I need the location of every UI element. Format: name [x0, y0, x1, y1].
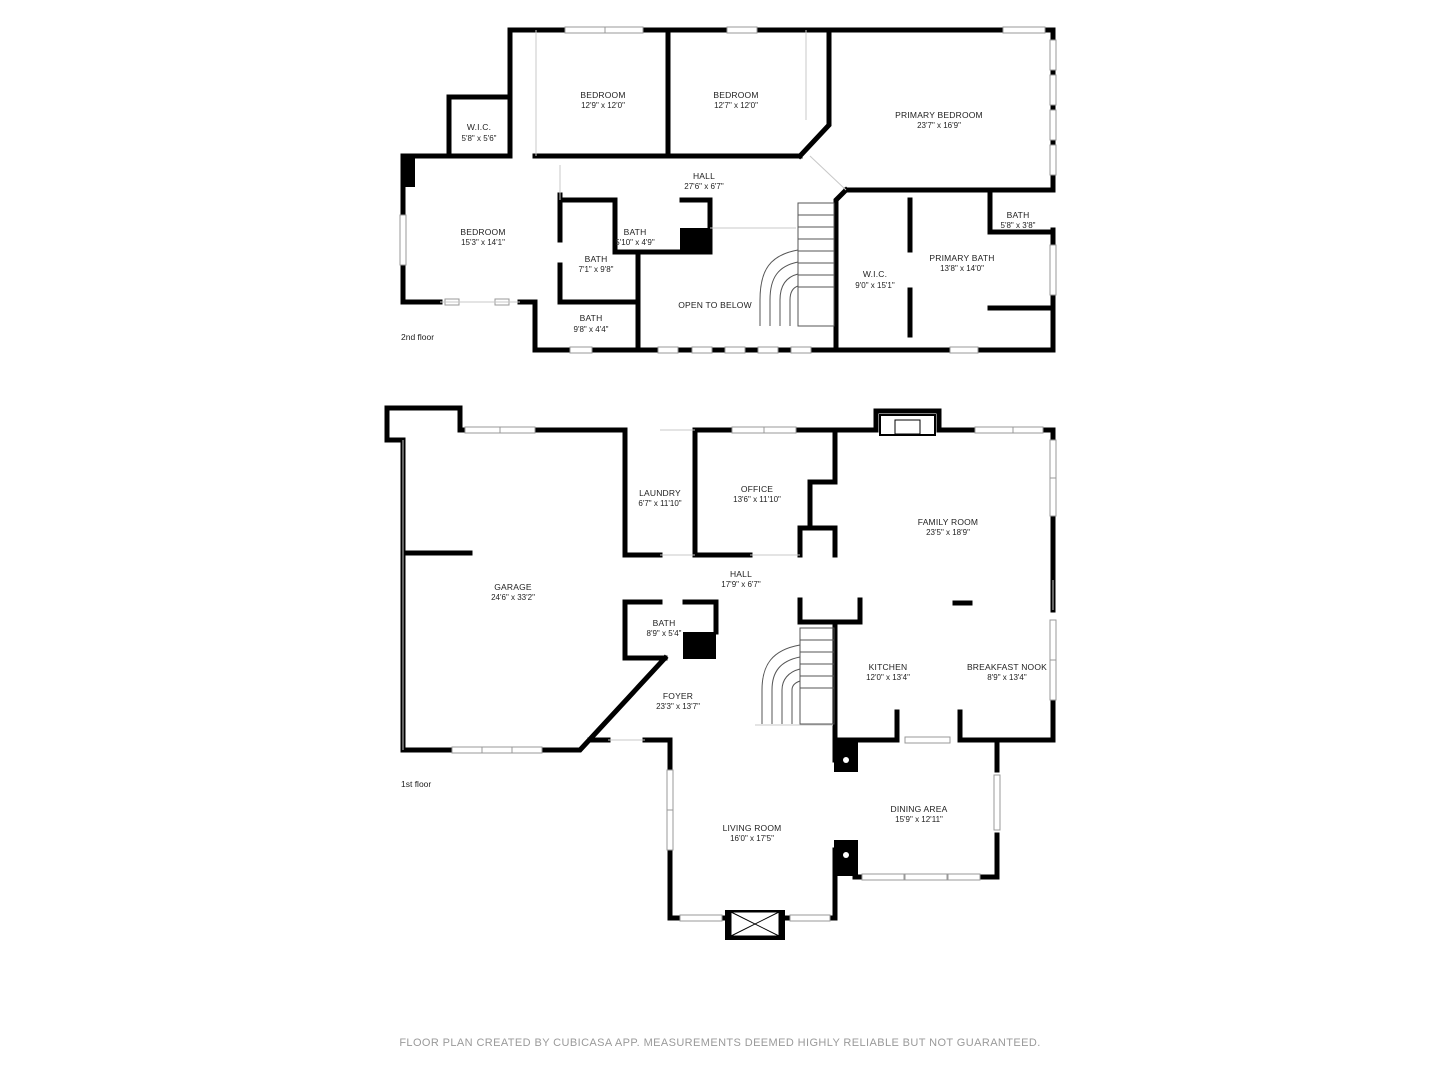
room-name: HALL — [730, 569, 752, 579]
room-wic-upper: W.I.C. 5'8" x 5'6" — [462, 122, 497, 143]
room-garage: GARAGE 24'6" x 33'2" — [491, 582, 535, 602]
room-dims: 15'3" x 14'1" — [461, 238, 505, 247]
room-dims: 23'7" x 16'9" — [917, 121, 961, 130]
room-wic-primary: W.I.C. 9'0" x 15'1" — [855, 269, 895, 290]
room-name: W.I.C. — [467, 122, 491, 132]
room-name: BATH — [653, 618, 676, 628]
floor-label-first: 1st floor — [401, 779, 431, 789]
room-dims: 16'0" x 17'5" — [730, 834, 774, 843]
bath-fixture-lower — [683, 632, 716, 659]
room-name: LAUNDRY — [639, 488, 681, 498]
room-laundry: LAUNDRY 6'7" x 11'10" — [638, 488, 681, 508]
room-bedroom-a: BEDROOM 12'9" x 12'0" — [580, 90, 625, 110]
room-open-to-below: OPEN TO BELOW — [678, 300, 752, 310]
room-dims: 7'1" x 9'8" — [579, 265, 614, 274]
room-bedroom-b: BEDROOM 12'7" x 12'0" — [713, 90, 758, 110]
room-name: BEDROOM — [580, 90, 625, 100]
room-name: GARAGE — [494, 582, 532, 592]
room-name: BATH — [1007, 210, 1030, 220]
room-dims: 8'9" x 5'4" — [647, 629, 682, 638]
room-dims: 9'0" x 15'1" — [855, 281, 895, 290]
column-upper — [834, 740, 858, 772]
room-name: DINING AREA — [891, 804, 948, 814]
chimney-upper — [401, 155, 415, 187]
room-dims: 6'7" x 11'10" — [638, 499, 681, 508]
room-dims: 12'0" x 13'4" — [866, 673, 910, 682]
room-name: FAMILY ROOM — [918, 517, 978, 527]
room-dims: 13'8" x 14'0" — [940, 264, 984, 273]
bath-fixture-upper — [680, 228, 710, 253]
room-breakfast-nook: BREAKFAST NOOK 8'9" x 13'4" — [967, 662, 1047, 682]
room-dims: 23'5" x 18'9" — [926, 528, 970, 537]
room-office: OFFICE 13'6" x 11'10" — [733, 484, 781, 504]
room-dims: 24'6" x 33'2" — [491, 593, 535, 602]
room-bath-first: BATH 8'9" x 5'4" — [647, 618, 682, 638]
room-primary-bedroom: PRIMARY BEDROOM 23'7" x 16'9" — [895, 110, 983, 130]
fireplace-family — [879, 414, 936, 436]
room-kitchen: KITCHEN 12'0" x 13'4" — [866, 662, 910, 682]
room-bath-small: BATH 5'10" x 4'9" — [615, 227, 655, 247]
second-floor-plan — [399, 26, 1057, 354]
room-dining-area: DINING AREA 15'9" x 12'11" — [891, 804, 948, 824]
room-bath-mid: BATH 7'1" x 9'8" — [579, 254, 614, 274]
room-dims: 5'10" x 4'9" — [615, 238, 655, 247]
room-name: BEDROOM — [713, 90, 758, 100]
room-name: BREAKFAST NOOK — [967, 662, 1047, 672]
second-floor-openings — [440, 30, 847, 303]
first-floor-walls — [384, 405, 1056, 921]
room-dims: 12'9" x 12'0" — [581, 101, 625, 110]
room-living-room: LIVING ROOM 16'0" x 17'5" — [723, 823, 782, 843]
room-name: PRIMARY BEDROOM — [895, 110, 983, 120]
first-floor-windows — [451, 426, 1057, 922]
room-dims: 17'9" x 6'7" — [721, 580, 761, 589]
room-name: BATH — [580, 313, 603, 323]
room-name: BATH — [585, 254, 608, 264]
room-name: OFFICE — [741, 484, 773, 494]
room-bedroom-c: BEDROOM 15'3" x 14'1" — [460, 227, 505, 247]
room-hall-lower: HALL 17'9" x 6'7" — [721, 569, 761, 589]
room-bath-lower: BATH 9'8" x 4'4" — [574, 313, 609, 334]
floor-label-second: 2nd floor — [401, 332, 434, 342]
room-name: OPEN TO BELOW — [678, 300, 752, 310]
room-dims: 27'6" x 6'7" — [684, 182, 724, 191]
room-name: LIVING ROOM — [723, 823, 782, 833]
first-floor-plan — [384, 405, 1057, 940]
staircase-upper — [759, 202, 835, 327]
room-name: PRIMARY BATH — [929, 253, 994, 263]
room-family-room: FAMILY ROOM 23'5" x 18'9" — [918, 517, 978, 537]
room-name: KITCHEN — [869, 662, 908, 672]
room-name: HALL — [693, 171, 715, 181]
room-dims: 5'8" x 3'8" — [1001, 221, 1036, 230]
staircase-lower — [761, 627, 835, 725]
room-dims: 13'6" x 11'10" — [733, 495, 781, 504]
room-foyer: FOYER 23'3" x 13'7" — [656, 691, 700, 711]
room-hall-upper: HALL 27'6" x 6'7" — [684, 171, 724, 191]
fireplace-living — [725, 910, 785, 940]
room-primary-bath: PRIMARY BATH 13'8" x 14'0" — [929, 253, 994, 273]
room-bath-primary-small: BATH 5'8" x 3'8" — [1001, 210, 1036, 230]
room-dims: 15'9" x 12'11" — [895, 815, 943, 824]
second-floor-windows — [399, 26, 1057, 354]
room-dims: 9'8" x 4'4" — [574, 325, 609, 334]
room-dims: 12'7" x 12'0" — [714, 101, 758, 110]
room-dims: 5'8" x 5'6" — [462, 134, 497, 143]
room-labels: BEDROOM 12'9" x 12'0" BEDROOM 12'7" x 12… — [401, 90, 1047, 843]
room-dims: 8'9" x 13'4" — [987, 673, 1027, 682]
first-floor-openings — [402, 429, 1054, 750]
room-dims: 23'3" x 13'7" — [656, 702, 700, 711]
room-name: BEDROOM — [460, 227, 505, 237]
room-name: FOYER — [663, 691, 693, 701]
room-name: BATH — [624, 227, 647, 237]
room-name: W.I.C. — [863, 269, 887, 279]
footer-disclaimer: FLOOR PLAN CREATED BY CUBICASA APP. MEAS… — [399, 1037, 1041, 1049]
